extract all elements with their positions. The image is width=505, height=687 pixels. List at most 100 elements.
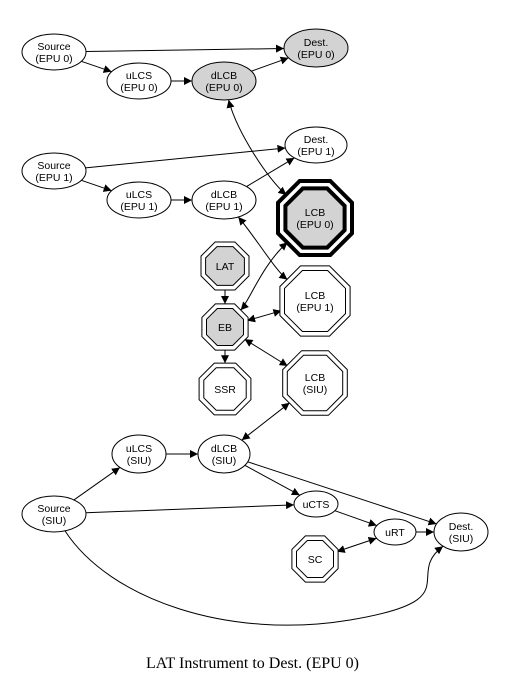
node-sc-inner-shape (296, 540, 334, 578)
edge-eb-to-lcb-epu1 (246, 309, 282, 323)
node-ulcs-epu0-shape (106, 62, 172, 100)
node-urt-label-line-1: uRT (385, 527, 405, 539)
edge-src-siu-to-ulcs-siu (73, 467, 121, 501)
node-ulcs-epu1-label-line-1: uLCS (126, 189, 152, 201)
node-ssr: SSR (198, 362, 252, 416)
node-source-siu: Source(SIU) (21, 495, 87, 533)
node-urt: uRT (373, 518, 417, 546)
node-eb-label-line-1: EB (218, 322, 232, 334)
node-dest-siu-shape (433, 512, 489, 552)
node-dest-epu1-label-line-2: (EPU 1) (297, 146, 334, 158)
node-dlcb-epu1-label-line-2: (EPU 1) (205, 201, 242, 213)
node-ssr-inner-shape (203, 367, 247, 411)
node-lcb-siu-label-line-1: LCB (305, 372, 325, 384)
node-lcb-siu-label-line-2: (SIU) (303, 384, 328, 396)
node-dlcb-epu0-label-line-1: dLCB (211, 70, 237, 82)
node-dlcb-siu-label-line-2: (SIU) (212, 455, 237, 467)
node-source-epu1-label-line-1: Source (37, 160, 70, 172)
diagram-caption: LAT Instrument to Dest. (EPU 0) (145, 655, 359, 672)
node-dlcb-epu0: dLCB(EPU 0) (191, 61, 257, 101)
node-lcb-epu0-inner-shape (283, 186, 347, 250)
edge-src-siu-to-dest-siu (64, 530, 444, 626)
node-ulcs-epu1-label-line-2: (EPU 1) (120, 201, 157, 213)
node-lat-label-line-1: LAT (216, 261, 235, 273)
node-dest-epu0: Dest.(EPU 0) (283, 28, 349, 68)
node-source-epu1: Source(EPU 1) (21, 152, 87, 190)
node-dest-epu1: Dest.(EPU 1) (284, 126, 348, 164)
node-eb: EB (201, 303, 249, 351)
node-lcb-siu: LCB(SIU) (282, 350, 348, 416)
node-dest-epu0-label-line-1: Dest. (304, 37, 329, 49)
edge-src-epu1-to-dest-epu1 (85, 144, 286, 169)
edge-dlcb-siu-to-lcb-siu (241, 402, 290, 441)
node-source-epu0-label-line-1: Source (37, 41, 70, 53)
node-dest-siu: Dest.(SIU) (433, 512, 489, 552)
edge-ucts-to-urt (334, 510, 377, 527)
node-lcb-epu0-label-line-1: LCB (305, 207, 325, 219)
edge-dlcb-epu0-to-lcb-epu0 (226, 99, 287, 196)
node-ulcs-siu: uLCS(SIU) (111, 434, 167, 474)
node-dest-epu0-label-line-2: (EPU 0) (297, 49, 334, 61)
node-ucts: uCTS (293, 490, 339, 518)
node-dest-siu-label-line-1: Dest. (449, 521, 474, 533)
node-dlcb-siu-shape (197, 434, 251, 474)
node-source-epu0: Source(EPU 0) (21, 33, 87, 71)
node-dlcb-epu1-label-line-1: dLCB (211, 189, 237, 201)
edge-src-epu1-to-ulcs-epu1 (81, 179, 112, 192)
node-source-epu1-shape (21, 152, 87, 190)
node-lcb-siu-inner-shape (286, 354, 344, 412)
edge-src-epu0-to-ulcs-epu0 (81, 60, 112, 73)
node-source-epu0-shape (21, 33, 87, 71)
node-ulcs-epu0-label-line-1: uLCS (126, 70, 152, 82)
node-dlcb-siu: dLCB(SIU) (197, 434, 251, 474)
node-lcb-epu1-label-line-2: (EPU 1) (296, 302, 333, 314)
edge-src-epu0-to-dest-epu0 (85, 44, 285, 53)
edge-eb-to-lcb-siu (244, 338, 288, 367)
node-sc: SC (291, 535, 339, 583)
node-ulcs-epu1-shape (106, 181, 172, 219)
node-lcb-epu1: LCB(EPU 1) (279, 265, 351, 337)
node-lcb-epu1-label-line-1: LCB (305, 290, 325, 302)
node-dlcb-epu0-label-line-2: (EPU 0) (205, 82, 242, 94)
edge-dlcb-epu1-to-dest-epu1 (246, 157, 295, 187)
nodes-layer: Source(EPU 0)Dest.(EPU 0)uLCS(EPU 0)dLCB… (21, 28, 489, 583)
node-lat-inner-shape (205, 246, 245, 286)
node-ulcs-epu0: uLCS(EPU 0) (106, 62, 172, 100)
node-ulcs-epu1: uLCS(EPU 1) (106, 181, 172, 219)
node-sc-label-line-1: SC (308, 554, 323, 566)
edge-eb-to-lcb-epu0 (240, 242, 288, 311)
node-lcb-epu0: LCB(EPU 0) (276, 179, 354, 257)
edge-dlcb-siu-to-ucts (244, 464, 301, 496)
node-ucts-label-line-1: uCTS (303, 499, 330, 511)
node-dlcb-siu-label-line-1: dLCB (211, 443, 237, 455)
node-lat: LAT (200, 241, 250, 291)
edge-dlcb-epu0-to-dest-epu0 (251, 56, 289, 72)
node-ulcs-siu-label-line-1: uLCS (126, 443, 152, 455)
node-eb-inner-shape (206, 308, 244, 346)
node-source-epu1-label-line-2: (EPU 1) (35, 172, 72, 184)
edges-layer (64, 44, 444, 626)
node-ulcs-epu0-label-line-2: (EPU 0) (120, 82, 157, 94)
node-ulcs-siu-shape (111, 434, 167, 474)
node-ulcs-siu-label-line-2: (SIU) (127, 455, 152, 467)
node-urt-shape (373, 518, 417, 546)
node-dest-epu1-label-line-1: Dest. (304, 134, 329, 146)
node-dest-siu-label-line-2: (SIU) (449, 533, 474, 545)
node-source-siu-shape (21, 495, 87, 533)
node-dlcb-epu1: dLCB(EPU 1) (191, 180, 257, 220)
node-dlcb-epu1-shape (191, 180, 257, 220)
node-dlcb-epu0-shape (191, 61, 257, 101)
edge-dlcb-siu-to-dest-siu (247, 461, 437, 526)
edge-sc-to-urt (336, 536, 377, 553)
node-source-siu-label-line-2: (SIU) (42, 515, 67, 527)
node-dest-epu1-shape (284, 126, 348, 164)
edge-src-siu-to-ucts (85, 501, 295, 514)
node-source-epu0-label-line-2: (EPU 0) (35, 53, 72, 65)
node-ucts-shape (293, 490, 339, 518)
node-lcb-epu0-label-line-2: (EPU 0) (296, 219, 333, 231)
node-lcb-epu1-inner-shape (284, 270, 346, 332)
node-source-siu-label-line-1: Source (37, 503, 70, 515)
node-ssr-label-line-1: SSR (214, 384, 236, 396)
node-dest-epu0-shape (283, 28, 349, 68)
